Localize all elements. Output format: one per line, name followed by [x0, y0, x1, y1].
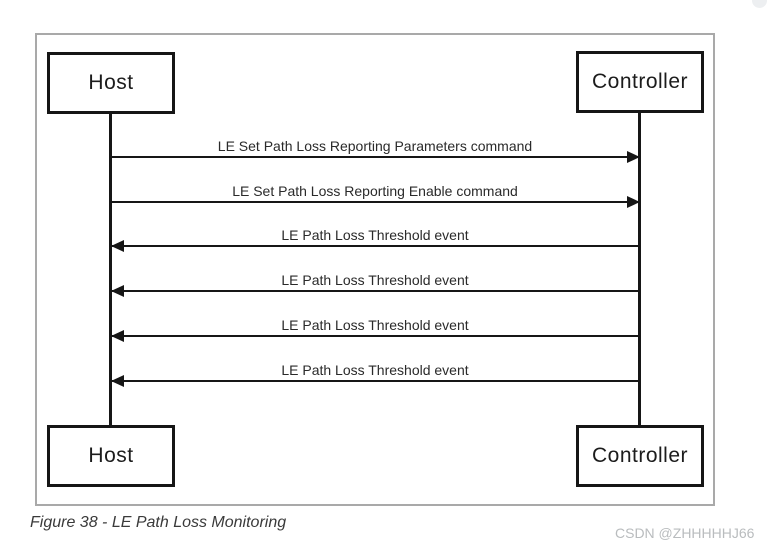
- message-label: LE Path Loss Threshold event: [281, 317, 469, 333]
- arrowhead-left-icon: [111, 285, 124, 297]
- arrowhead-left-icon: [111, 330, 124, 342]
- message-arrow-line: [111, 156, 639, 158]
- arrowhead-right-icon: [627, 196, 640, 208]
- message-arrow-line: [111, 245, 639, 247]
- figure-caption: Figure 38 - LE Path Loss Monitoring: [30, 514, 287, 531]
- message-label: LE Path Loss Threshold event: [281, 227, 469, 243]
- controller-lifeline: [638, 112, 641, 427]
- arrowhead-right-icon: [627, 151, 640, 163]
- actor-box-host-bottom: Host: [47, 425, 175, 487]
- host-lifeline: [109, 112, 112, 427]
- arrowhead-left-icon: [111, 240, 124, 252]
- actor-label-host-bottom: Host: [88, 444, 134, 467]
- arrowhead-left-icon: [111, 375, 124, 387]
- message-label: LE Set Path Loss Reporting Enable comman…: [232, 183, 518, 199]
- csdn-watermark: CSDN @ZHHHHHJ66: [615, 525, 755, 541]
- actor-box-host-top: Host: [47, 52, 175, 114]
- message-arrow-line: [111, 201, 639, 203]
- message-label: LE Path Loss Threshold event: [281, 362, 469, 378]
- actor-label-controller-top: Controller: [591, 70, 689, 93]
- message-label: LE Path Loss Threshold event: [281, 272, 469, 288]
- cropped-corner-artifact: [752, 0, 767, 8]
- actor-box-controller-bottom: Controller: [576, 425, 704, 487]
- message-arrow-line: [111, 290, 639, 292]
- actor-box-controller-top: Controller: [576, 51, 704, 113]
- message-arrow-line: [111, 380, 639, 382]
- message-arrow-line: [111, 335, 639, 337]
- message-label: LE Set Path Loss Reporting Parameters co…: [217, 138, 533, 154]
- actor-label-controller-bottom: Controller: [591, 444, 689, 467]
- actor-label-host-top: Host: [88, 71, 134, 94]
